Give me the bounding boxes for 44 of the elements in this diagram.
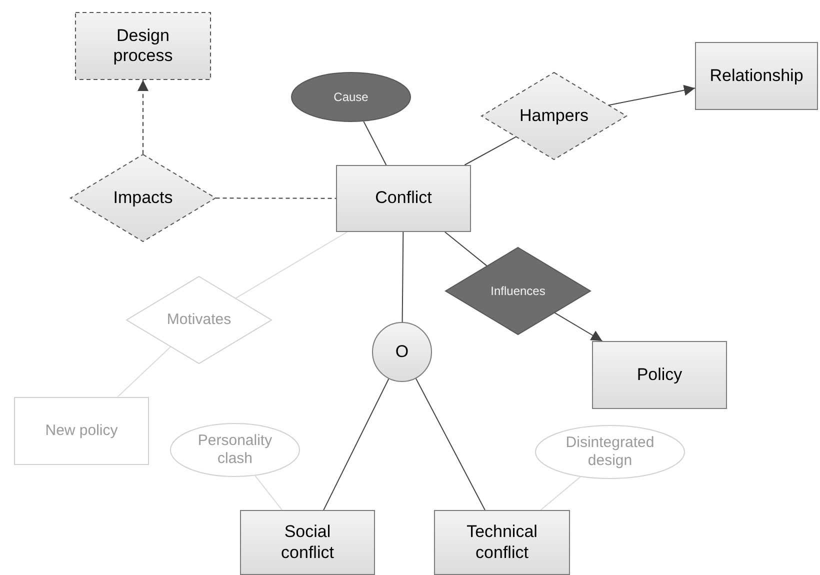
node-label: New policy bbox=[45, 422, 118, 440]
node-label: Motivates bbox=[166, 311, 232, 329]
node-label: Social conflict bbox=[280, 522, 335, 563]
node-label: Technical conflict bbox=[466, 522, 538, 563]
connector-line bbox=[254, 475, 283, 510]
node-label: O bbox=[395, 342, 409, 362]
connector-line bbox=[323, 378, 390, 510]
attribute-ellipse bbox=[170, 423, 300, 477]
entity-box bbox=[240, 510, 375, 575]
entity-box bbox=[75, 12, 211, 80]
node-label: Personality clash bbox=[196, 432, 274, 468]
relationship-diamond bbox=[126, 276, 272, 364]
relationship-diamond bbox=[445, 247, 591, 335]
attribute-ellipse bbox=[291, 72, 411, 122]
connector-line bbox=[215, 198, 336, 199]
connector-line bbox=[363, 120, 387, 166]
connector-line bbox=[540, 476, 581, 510]
overlap-circle bbox=[372, 322, 432, 382]
entity-box bbox=[592, 341, 727, 409]
arrow bbox=[138, 80, 148, 154]
relationship-diamond bbox=[481, 72, 627, 160]
entity-box bbox=[695, 42, 818, 110]
arrow bbox=[554, 312, 603, 342]
connector-line bbox=[464, 136, 516, 166]
node-label: Policy bbox=[636, 364, 682, 386]
connector-line bbox=[402, 232, 404, 322]
connector-line bbox=[444, 232, 488, 266]
connector-line bbox=[117, 346, 172, 398]
node-label: Disintegrated design bbox=[564, 434, 656, 470]
relationship-diamond bbox=[70, 154, 216, 242]
node-label: Cause bbox=[334, 90, 368, 104]
entity-box bbox=[434, 510, 570, 575]
node-label: Relationship bbox=[710, 66, 804, 86]
node-label: Design process bbox=[112, 26, 174, 66]
node-label: Conflict bbox=[375, 188, 432, 209]
entity-box bbox=[336, 165, 471, 232]
entity-box bbox=[14, 397, 149, 465]
node-label: Influences bbox=[490, 284, 546, 298]
node-label: Impacts bbox=[113, 188, 173, 208]
connector-line bbox=[235, 232, 348, 299]
connector-line bbox=[415, 378, 486, 510]
arrow bbox=[608, 84, 696, 106]
node-label: Hampers bbox=[520, 106, 588, 126]
attribute-ellipse bbox=[535, 425, 685, 479]
